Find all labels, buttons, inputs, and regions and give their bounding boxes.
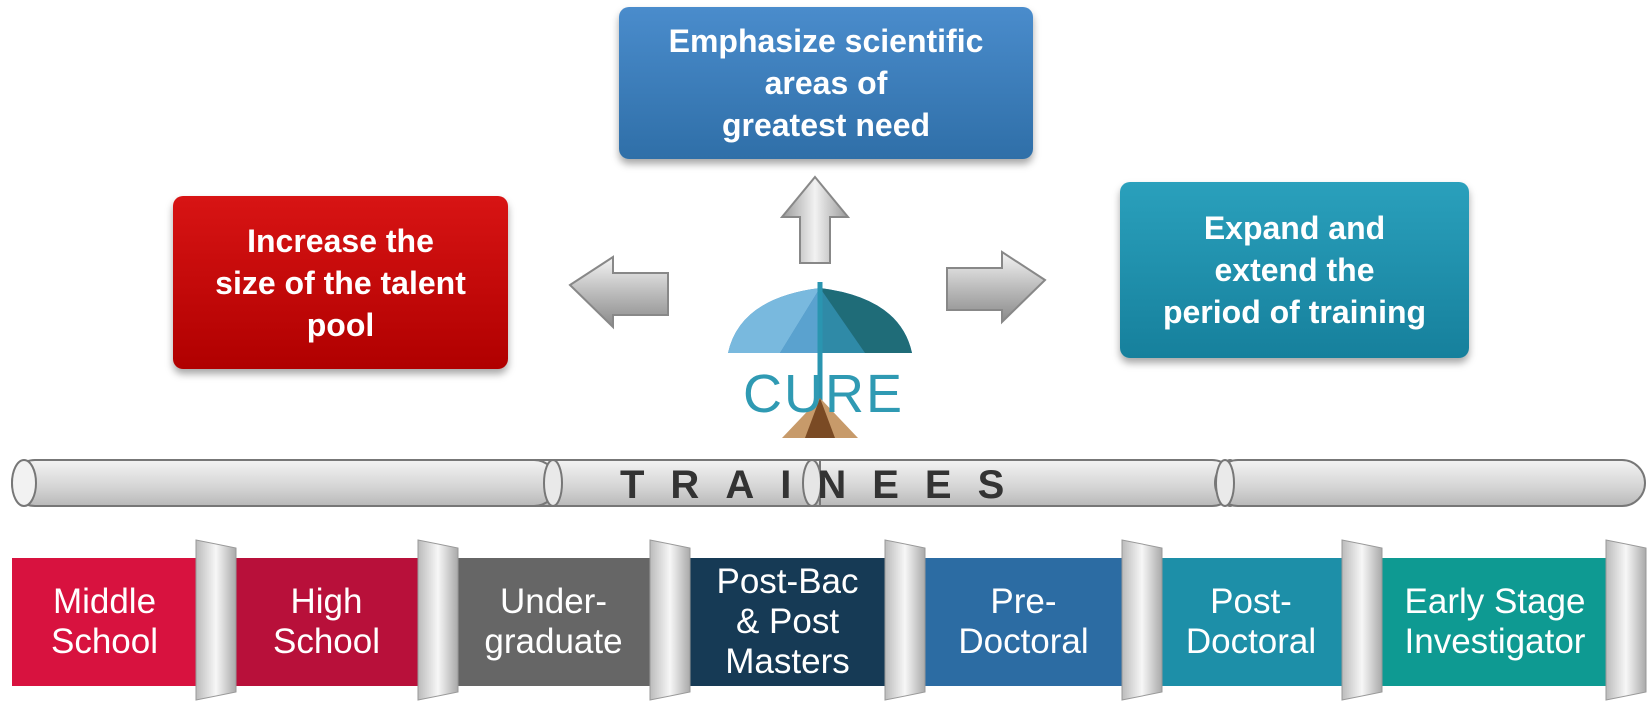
arrow-up-icon (780, 175, 850, 264)
stage-label: Early Stage Investigator (1404, 582, 1586, 661)
pipe-connector-icon (1341, 539, 1383, 701)
arrow-left-icon (568, 255, 669, 330)
goal-extend-training-text: Expand and extend the period of training (1162, 210, 1427, 330)
trainee-pipeline (11, 459, 1646, 507)
stage-label: High School (272, 582, 381, 661)
stage-label: Post- Doctoral (1185, 582, 1317, 661)
pipe-connector-icon (417, 539, 459, 701)
goal-emphasize-areas-text: Emphasize scientific areas of greatest n… (668, 23, 984, 143)
trainees-label: TRAINEES (620, 463, 1031, 507)
pipe-connector-icon (884, 539, 926, 701)
goal-emphasize-areas-box: Emphasize scientific areas of greatest n… (619, 7, 1033, 159)
arrow-right-icon (946, 250, 1047, 325)
cure-logo-text: CURE (743, 364, 905, 424)
pipe-connector-icon (1605, 539, 1647, 701)
stage-label: Pre- Doctoral (958, 582, 1089, 661)
goal-increase-talent-box: Increase the size of the talent pool (173, 196, 508, 369)
stage-label: Middle School (50, 582, 159, 661)
stage-label: Under- graduate (484, 582, 623, 661)
stage-label: Post-Bac & Post Masters (716, 562, 859, 681)
stage-middle-school: Middle School (12, 558, 197, 686)
stage-post-doctoral: Post- Doctoral (1160, 558, 1342, 686)
pipe-connector-icon (195, 539, 237, 701)
pipe-connector-icon (649, 539, 691, 701)
stage-early-stage-investigator: Early Stage Investigator (1382, 558, 1608, 686)
cure-umbrella-logo (728, 282, 912, 438)
goal-extend-training-box: Expand and extend the period of training (1120, 182, 1469, 358)
stage-high-school: High School (235, 558, 418, 686)
pipe-connector-icon (1121, 539, 1163, 701)
goal-increase-talent-text: Increase the size of the talent pool (215, 222, 466, 343)
stage-pre-doctoral: Pre- Doctoral (925, 558, 1122, 686)
stage-undergraduate: Under- graduate (457, 558, 650, 686)
stage-post-bac: Post-Bac & Post Masters (690, 558, 885, 686)
